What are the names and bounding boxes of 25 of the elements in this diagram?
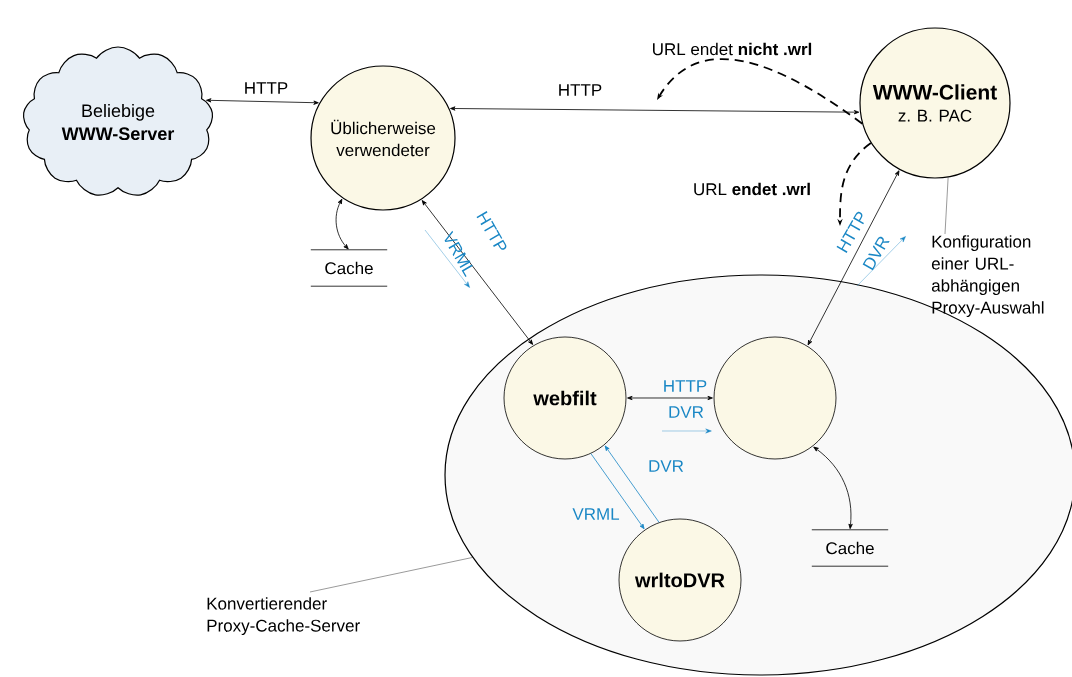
dashed-arrow [657, 58, 864, 125]
arrow [807, 170, 900, 346]
edge-label: URL endet .wrl [694, 182, 810, 196]
arrow [335, 198, 349, 250]
note-text: Konvertierender Proxy-Cache-Server [207, 597, 360, 636]
process-circle [713, 336, 837, 460]
leader-line [944, 177, 949, 235]
arrow [450, 106, 860, 115]
cache-store: Cache [811, 529, 889, 567]
edge-label: DVR [649, 460, 684, 472]
leader-line [309, 557, 473, 593]
protocol-label: DVR [669, 406, 704, 418]
edge-label: URL endet nicht .wrl [653, 42, 812, 56]
arrow [604, 445, 660, 523]
arrow [590, 453, 645, 530]
arrow [206, 98, 319, 105]
edge-label: VRML [572, 508, 620, 520]
note-text: Konfiguration einer URL-abhängigen Proxy-Auswahl [931, 235, 1044, 318]
cache-store: Cache [310, 249, 388, 287]
edge-label: HTTP [556, 83, 604, 97]
edge-label: HTTP [242, 81, 290, 95]
edge-label: HTTP [664, 380, 707, 392]
arrow [421, 200, 534, 345]
arrow [813, 446, 853, 530]
arrow [627, 395, 713, 401]
